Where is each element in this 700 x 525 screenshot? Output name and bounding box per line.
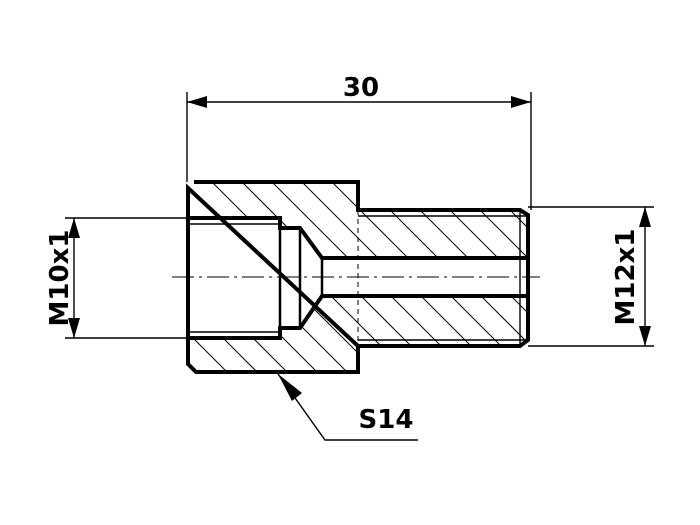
hatch-line <box>499 296 528 372</box>
hatch-line <box>349 296 451 372</box>
hatch-line <box>0 170 30 270</box>
length-dimension: 30 <box>186 73 532 210</box>
hatch-line <box>259 182 361 258</box>
left-thread-label: M10x1 <box>45 230 75 327</box>
hatch-line <box>80 285 180 385</box>
right-thread-dimension: M12x1 <box>528 206 654 347</box>
hatch-line <box>289 182 391 258</box>
hatch-line <box>499 182 528 258</box>
length-label: 30 <box>343 73 379 103</box>
thread-lines <box>188 210 528 346</box>
hatch-line <box>650 285 700 385</box>
hatch-line <box>319 182 421 258</box>
hatch-line <box>0 285 30 385</box>
hatch-line <box>409 296 511 372</box>
hatch-line <box>650 170 700 270</box>
leader-arrowhead <box>278 374 302 401</box>
hatch-line <box>349 182 451 258</box>
hatch-line <box>379 182 481 258</box>
right-thread-label: M12x1 <box>611 229 641 326</box>
hatch-line <box>680 285 700 385</box>
wrench-size-leader: S14 <box>277 373 418 441</box>
left-thread-dimension: M10x1 <box>45 217 280 339</box>
hatch-line <box>439 182 528 258</box>
hatch-line <box>680 170 700 270</box>
hatch-line <box>409 182 511 258</box>
hatch-line <box>80 170 180 270</box>
wrench-size-label: S14 <box>359 405 414 435</box>
section-hatching-top <box>0 170 700 270</box>
hatch-line <box>379 296 481 372</box>
hatch-line <box>439 296 528 372</box>
